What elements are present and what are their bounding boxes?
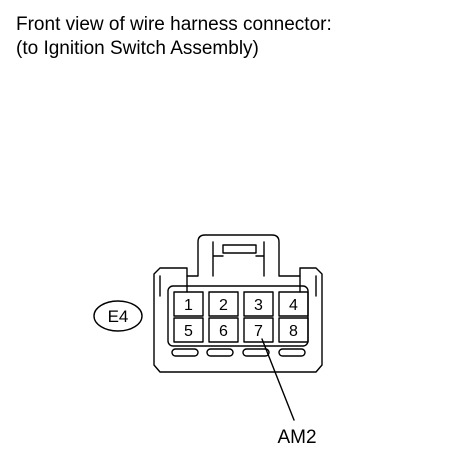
pin-label-2: 2 [219,297,228,314]
bottom-keyways [171,348,306,357]
pin-label-4: 4 [289,297,298,314]
connector-code-label: E4 [108,307,129,326]
housing-ribs [159,275,317,297]
latch-detail [212,241,265,277]
caption-title: Front view of wire harness connector: [16,14,332,35]
pin-cell-4 [278,291,309,317]
pin-cell-3 [243,291,274,317]
pin-cell-5 [173,317,204,343]
diagram-caption: Front view of wire harness connector: (t… [16,13,332,61]
pin-label-8: 8 [289,323,298,340]
pin-cell-6 [208,317,239,343]
pin-label-5: 5 [184,323,193,340]
pin-label-7: 7 [254,323,263,340]
connector-code-badge [93,300,143,332]
pin-label-3: 3 [254,297,263,314]
pin-label-6: 6 [219,323,228,340]
pin-cell-2 [208,291,239,317]
pin-cell-7 [243,317,274,343]
pin-cell-8 [278,317,309,343]
pin-label-1: 1 [184,297,193,314]
caption-subtitle: (to Ignition Switch Assembly) [16,38,259,59]
pin-cell-1 [173,291,204,317]
callout-leader-line [261,338,295,421]
callout-label: AM2 [277,427,316,448]
